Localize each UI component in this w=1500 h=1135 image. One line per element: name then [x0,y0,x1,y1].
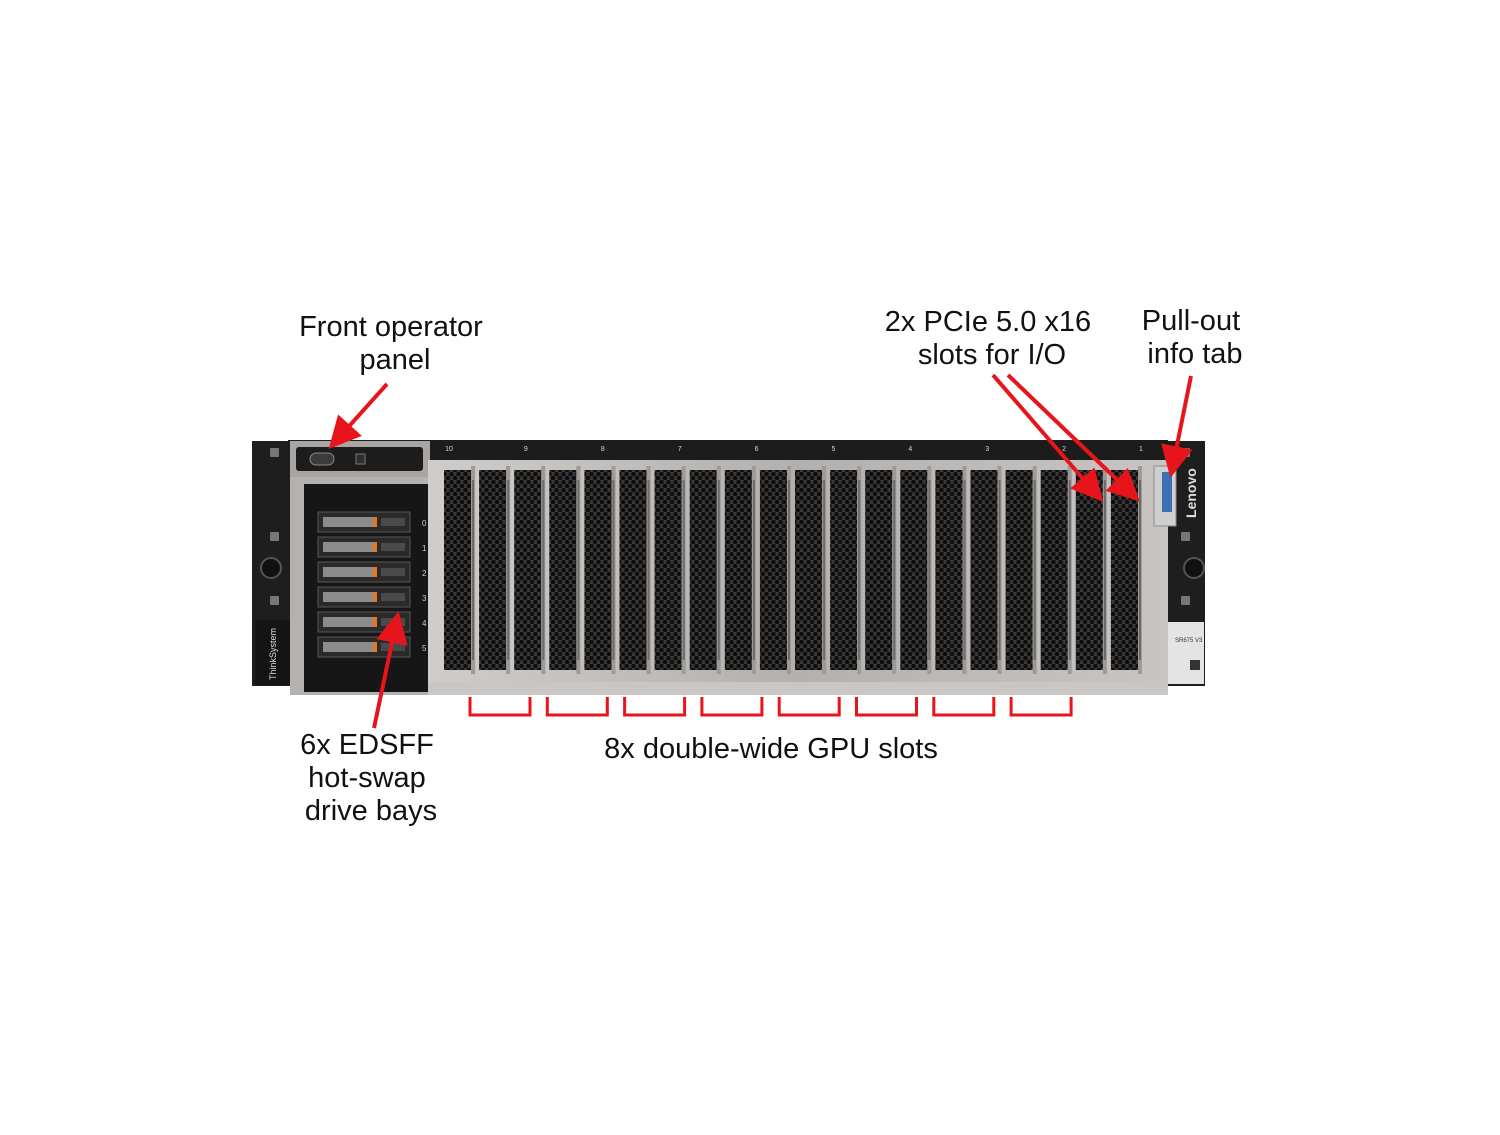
gpu-slot-bracket [777,697,841,717]
slot-grille [759,466,791,674]
drive-bay-number: 5 [422,644,427,653]
left-ear-brand: ThinkSystem [268,628,278,680]
gpu-slot-bracket [932,697,996,717]
drive-bay[interactable]: 1 [317,536,427,558]
slot-grille [795,466,827,674]
slot-grilles [444,466,1142,674]
lenovo-logo: Lenovo [1183,468,1199,518]
slot-grille [444,466,476,674]
arrow-info-tab [1161,375,1193,478]
arrow-front-panel [328,382,389,449]
slot-numbers: 10 9 8 7 6 5 4 3 2 1 [445,446,1143,453]
power-button[interactable] [309,452,335,466]
slot-number: 4 [908,446,912,453]
slot-grille [479,466,511,674]
left-rack-ear: ThinkSystem [252,441,296,686]
slot-grille [900,466,932,674]
slot-number: 9 [524,446,528,453]
callout-drive-bays: 6x EDSFF hot-swap drive bays [300,729,442,827]
gpu-slot-bracket [855,697,918,717]
slot-grille [1110,466,1142,674]
slot-grille [1005,466,1037,674]
slot-number: 8 [601,446,605,453]
slot-number: 7 [678,446,682,453]
gpu-slot-bracket [623,697,687,717]
slot-grille [549,466,581,674]
slot-grille [514,466,546,674]
drive-bay-number: 4 [422,619,427,628]
slot-grille [830,466,862,674]
gpu-slot-bracket [1009,697,1073,717]
slot-grille [935,466,967,674]
drive-bay-number: 1 [422,544,427,553]
slot-grille [1075,466,1107,674]
model-label: SR675 V3 [1175,638,1203,644]
id-button[interactable] [355,453,366,465]
drive-bay-number: 2 [422,569,427,578]
gpu-slot-bracket [545,697,609,717]
drive-bay[interactable]: 3 [317,586,427,608]
drive-cage: 0 1 2 3 4 5 [290,477,430,695]
slot-grille [584,466,616,674]
callout-info-tab: Pull-out info tab [1142,305,1248,370]
slot-number: 6 [755,446,759,453]
arrow-drive-bays [372,611,408,729]
slot-grille [654,466,686,674]
server-chassis: ThinkSystem Lenovo SR675 V3 0 1 2 3 [252,440,1205,695]
drive-bay-number: 0 [422,519,427,528]
slot-number: 10 [445,446,453,453]
gpu-slot-bracket [468,697,532,717]
slot-grille [689,466,721,674]
callout-gpu-slots: 8x double-wide GPU slots [604,733,938,765]
drive-bay[interactable]: 0 [317,511,427,533]
drive-bay[interactable]: 2 [317,561,427,583]
slot-number: 5 [831,446,835,453]
right-thumbscrew-icon[interactable] [1183,557,1205,579]
slot-grille [865,466,897,674]
callout-pcie-slots: 2x PCIe 5.0 x16 slots for I/O [885,306,1099,371]
gpu-slot-bracket [700,697,764,717]
left-thumbscrew-icon[interactable] [260,557,282,579]
slot-grille [724,466,756,674]
front-operator-panel [290,441,430,477]
callout-front-panel: Front operator panel [299,311,491,376]
slot-number: 1 [1139,446,1143,453]
slot-grille [619,466,651,674]
gpu-slot-brackets [468,697,1073,717]
arrow-pcie-slot-1 [1006,373,1140,502]
arrow-pcie-slot-2 [991,373,1104,503]
drive-bay-number: 3 [422,594,427,603]
slot-grille [1040,466,1072,674]
slot-grille [970,466,1002,674]
slot-number: 2 [1062,446,1066,453]
pull-out-info-tab[interactable] [1153,465,1177,527]
annotations: Front operator panel 2x PCIe 5.0 x16 slo… [299,305,1248,827]
slot-number: 3 [985,446,989,453]
